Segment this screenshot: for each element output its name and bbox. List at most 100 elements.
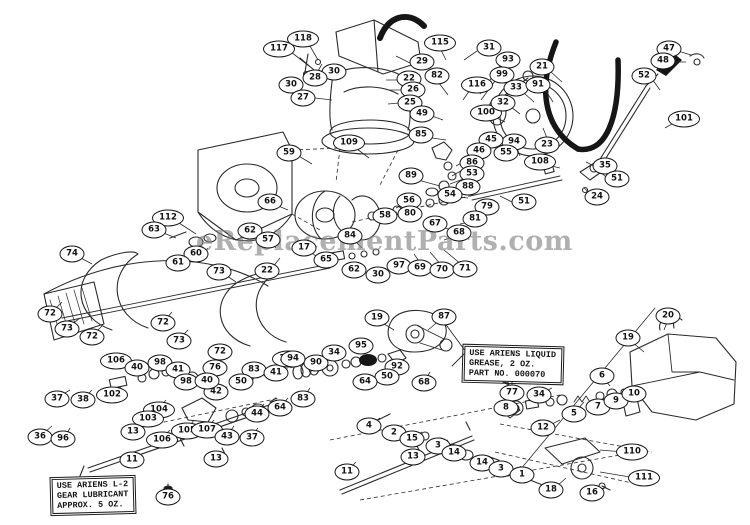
part-callout-34: 34 [526,386,552,404]
part-callout-5: 5 [561,405,587,423]
part-callout-60: 60 [183,245,209,263]
part-callout-55: 55 [493,144,519,162]
part-callout-76: 76 [155,488,181,506]
part-callout-49: 49 [409,105,435,123]
part-callout-15: 15 [399,430,425,448]
part-callout-73: 73 [54,320,80,338]
part-callout-117: 117 [263,40,295,58]
part-callout-11: 11 [119,451,145,469]
part-callout-29: 29 [409,53,435,71]
part-callout-64: 64 [267,399,293,417]
part-callout-38: 38 [70,391,96,409]
part-callout-10: 10 [621,385,647,403]
part-callout-96: 96 [50,430,76,448]
note-line: PART NO. 000070 [468,367,546,380]
part-callout-61: 61 [165,254,191,272]
part-callout-8: 8 [493,399,519,417]
part-callout-57: 57 [255,231,281,249]
part-callout-12: 12 [530,419,556,437]
part-callout-30: 30 [321,63,347,81]
part-callout-33: 33 [503,79,529,97]
part-callout-22: 22 [254,262,280,280]
part-callout-66: 66 [257,193,283,211]
part-callout-37: 37 [44,390,70,408]
part-callout-87: 87 [431,308,457,326]
part-callout-68: 68 [446,224,472,242]
part-callout-19: 19 [615,329,641,347]
part-callout-91: 91 [525,76,551,94]
part-callout-37: 37 [239,429,265,447]
part-callout-110: 110 [616,443,648,461]
part-callout-28: 28 [302,69,328,87]
part-callout-70: 70 [429,261,455,279]
part-callout-71: 71 [452,260,478,278]
part-callout-56: 56 [396,192,422,210]
part-callout-14: 14 [441,444,467,462]
part-callout-34: 34 [321,344,347,362]
part-callout-111: 111 [628,469,660,487]
part-callout-67: 67 [422,215,448,233]
note-box-grease: USE ARIENS LIQUID GREASE, 2 OZ. PART NO.… [461,343,565,387]
part-callout-68: 68 [411,374,437,392]
part-callout-13: 13 [120,423,146,441]
part-callout-81: 81 [462,210,488,228]
part-callout-51: 51 [511,193,537,211]
chute-handle [377,14,427,41]
part-callout-103: 103 [132,410,164,428]
part-callout-84: 84 [337,227,363,245]
part-callout-32: 32 [490,94,516,112]
part-callout-85: 85 [408,126,434,144]
part-callout-63: 63 [141,221,167,239]
part-callout-102: 102 [96,386,128,404]
note-line: APPROX. 5 OZ. [57,498,124,511]
note-box-lubricant: USE ARIENS L-2 GEAR LUBRICANT APPROX. 5 … [49,474,138,518]
part-callout-72: 72 [207,343,233,361]
part-callout-43: 43 [214,428,240,446]
part-callout-99: 99 [489,66,515,84]
part-callout-83: 83 [290,390,316,408]
part-callout-14: 14 [469,454,495,472]
part-callout-50: 50 [374,368,400,386]
part-callout-18: 18 [538,481,564,499]
part-callout-6: 6 [589,367,615,385]
part-callout-80: 80 [397,205,423,223]
part-callout-95: 95 [348,337,374,355]
part-callout-115: 115 [424,34,456,52]
part-callout-59: 59 [276,144,302,162]
part-callout-4: 4 [356,417,382,435]
part-callout-72: 72 [79,328,105,346]
part-callout-26: 26 [400,81,426,99]
part-callout-62: 62 [341,261,367,279]
part-callout-21: 21 [529,58,555,76]
part-callout-13: 13 [400,448,426,466]
part-callout-82: 82 [424,67,450,85]
part-callout-118: 118 [287,30,319,48]
part-callout-108: 108 [524,153,556,171]
part-callout-1: 1 [509,466,535,484]
part-callout-106: 106 [146,431,178,449]
part-callout-11: 11 [334,463,360,481]
part-callout-36: 36 [27,428,53,446]
part-callout-58: 58 [372,207,398,225]
part-callout-109: 109 [333,134,365,152]
part-callout-52: 52 [631,67,657,85]
part-callout-51: 51 [604,170,630,188]
part-callout-72: 72 [37,305,63,323]
part-callout-72: 72 [150,314,176,332]
part-callout-23: 23 [534,136,560,154]
part-callout-101: 101 [668,110,700,128]
drive-belt [542,39,581,152]
part-callout-20: 20 [655,307,681,325]
part-callout-40: 40 [124,359,150,377]
part-callout-94: 94 [280,350,306,368]
part-callout-40: 40 [194,372,220,390]
part-callout-30: 30 [365,266,391,284]
part-callout-50: 50 [228,373,254,391]
part-callout-54: 54 [437,186,463,204]
part-callout-13: 13 [203,450,229,468]
part-callout-27: 27 [290,89,316,107]
part-callout-17: 17 [291,239,317,257]
part-callout-16: 16 [579,484,605,502]
part-callout-31: 31 [476,39,502,57]
